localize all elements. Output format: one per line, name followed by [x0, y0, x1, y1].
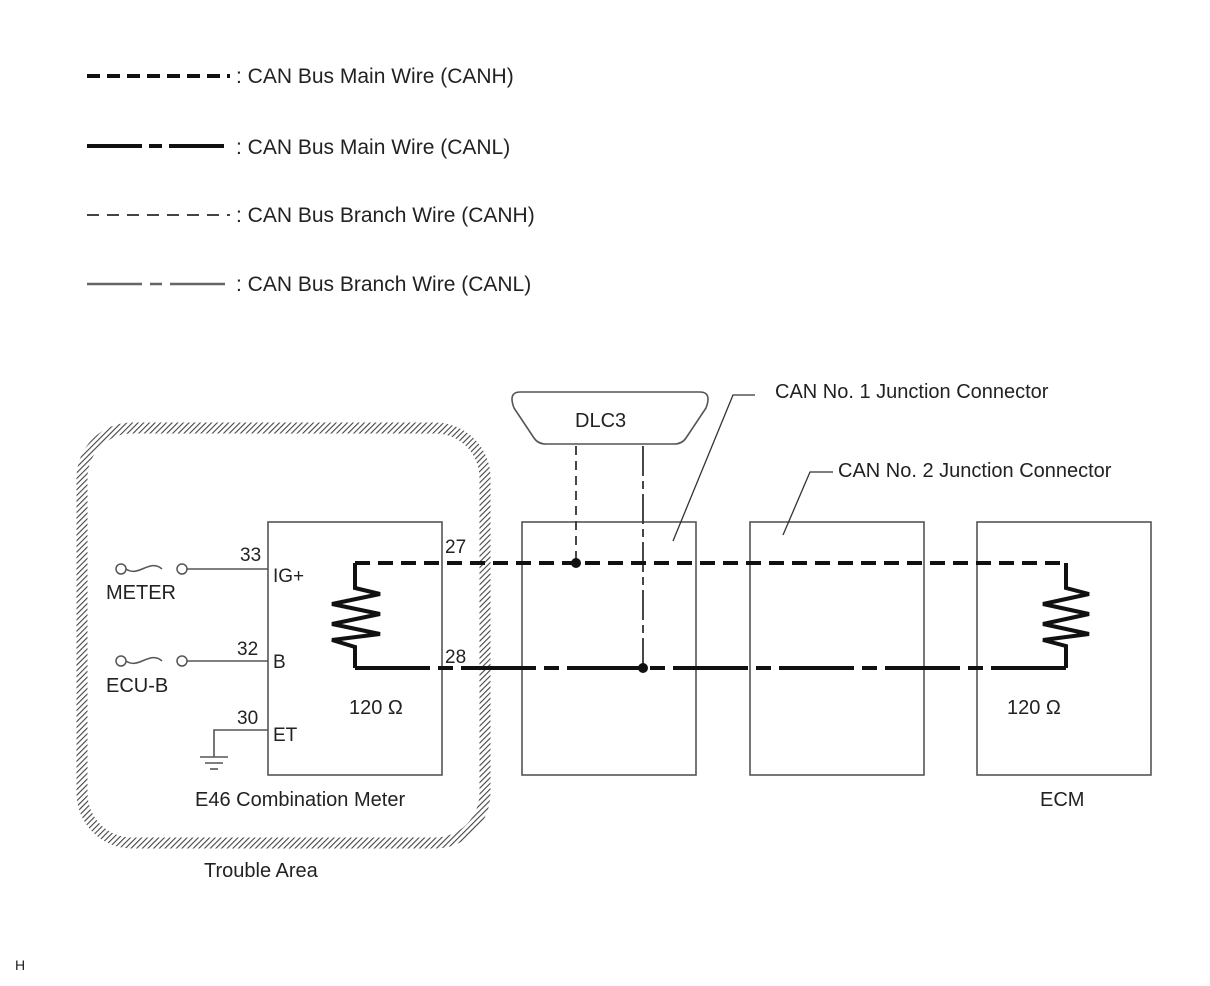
- trouble-area: Trouble Area: [76, 422, 491, 882]
- pin-et-label: ET: [273, 725, 298, 746]
- ground-icon: [200, 729, 268, 770]
- meter-resistor-value: 120 Ω: [349, 697, 403, 719]
- canh-splice-dot: [571, 558, 581, 568]
- combination-meter: E46 Combination Meter 33 IG+ 32 B 30 ET …: [106, 521, 466, 811]
- dlc3-label: DLC3: [575, 410, 626, 432]
- pin-27-number: 27: [445, 537, 466, 558]
- junction-connector-2: CAN No. 2 Junction Connector: [749, 460, 1112, 776]
- pin-ig-label: IG+: [273, 566, 304, 587]
- legend-item-branch-canh: : CAN Bus Branch Wire (CANH): [87, 204, 535, 227]
- junction-2-label: CAN No. 2 Junction Connector: [838, 460, 1112, 482]
- junction-2-leader: [782, 471, 833, 536]
- junction-2-box: [749, 521, 925, 776]
- pin-32-number: 32: [237, 639, 258, 660]
- fuse-meter-icon: [115, 563, 268, 575]
- canl-splice-dot: [638, 663, 648, 673]
- ecm-resistor-value: 120 Ω: [1007, 697, 1061, 719]
- pin-33-number: 33: [240, 545, 261, 566]
- legend: : CAN Bus Main Wire (CANH) : CAN Bus Mai…: [87, 65, 535, 296]
- ecm: ECM 120 Ω: [976, 521, 1152, 811]
- junction-1-leader: [672, 394, 755, 542]
- fuse-meter-label: METER: [106, 582, 176, 604]
- legend-label: : CAN Bus Main Wire (CANH): [236, 65, 514, 88]
- legend-item-main-canh: : CAN Bus Main Wire (CANH): [87, 65, 514, 88]
- pin-30-number: 30: [237, 708, 258, 729]
- trouble-area-border: [76, 422, 491, 849]
- legend-label: : CAN Bus Branch Wire (CANL): [236, 273, 531, 296]
- ecm-resistor-icon: [1042, 563, 1090, 668]
- footer-mark: H: [15, 957, 25, 973]
- junction-connector-1: CAN No. 1 Junction Connector: [521, 381, 1049, 776]
- ecm-box: [976, 521, 1152, 776]
- legend-label: : CAN Bus Branch Wire (CANH): [236, 204, 535, 227]
- pin-28-number: 28: [445, 647, 466, 668]
- fuse-ecub-icon: [115, 655, 268, 667]
- junction-1-label: CAN No. 1 Junction Connector: [775, 381, 1049, 403]
- combination-meter-label: E46 Combination Meter: [195, 789, 405, 811]
- legend-item-branch-canl: : CAN Bus Branch Wire (CANL): [87, 273, 531, 296]
- ecm-label: ECM: [1040, 789, 1084, 811]
- legend-label: : CAN Bus Main Wire (CANL): [236, 136, 510, 159]
- trouble-area-label: Trouble Area: [204, 860, 319, 882]
- junction-1-box: [521, 521, 697, 776]
- meter-resistor-icon: [331, 563, 381, 668]
- pin-b-label: B: [273, 652, 286, 673]
- fuse-ecub-label: ECU-B: [106, 675, 168, 697]
- legend-item-main-canl: : CAN Bus Main Wire (CANL): [87, 136, 510, 159]
- dlc3: DLC3: [511, 391, 709, 668]
- combination-meter-box: [267, 521, 443, 776]
- dlc3-connector-icon: [511, 391, 709, 445]
